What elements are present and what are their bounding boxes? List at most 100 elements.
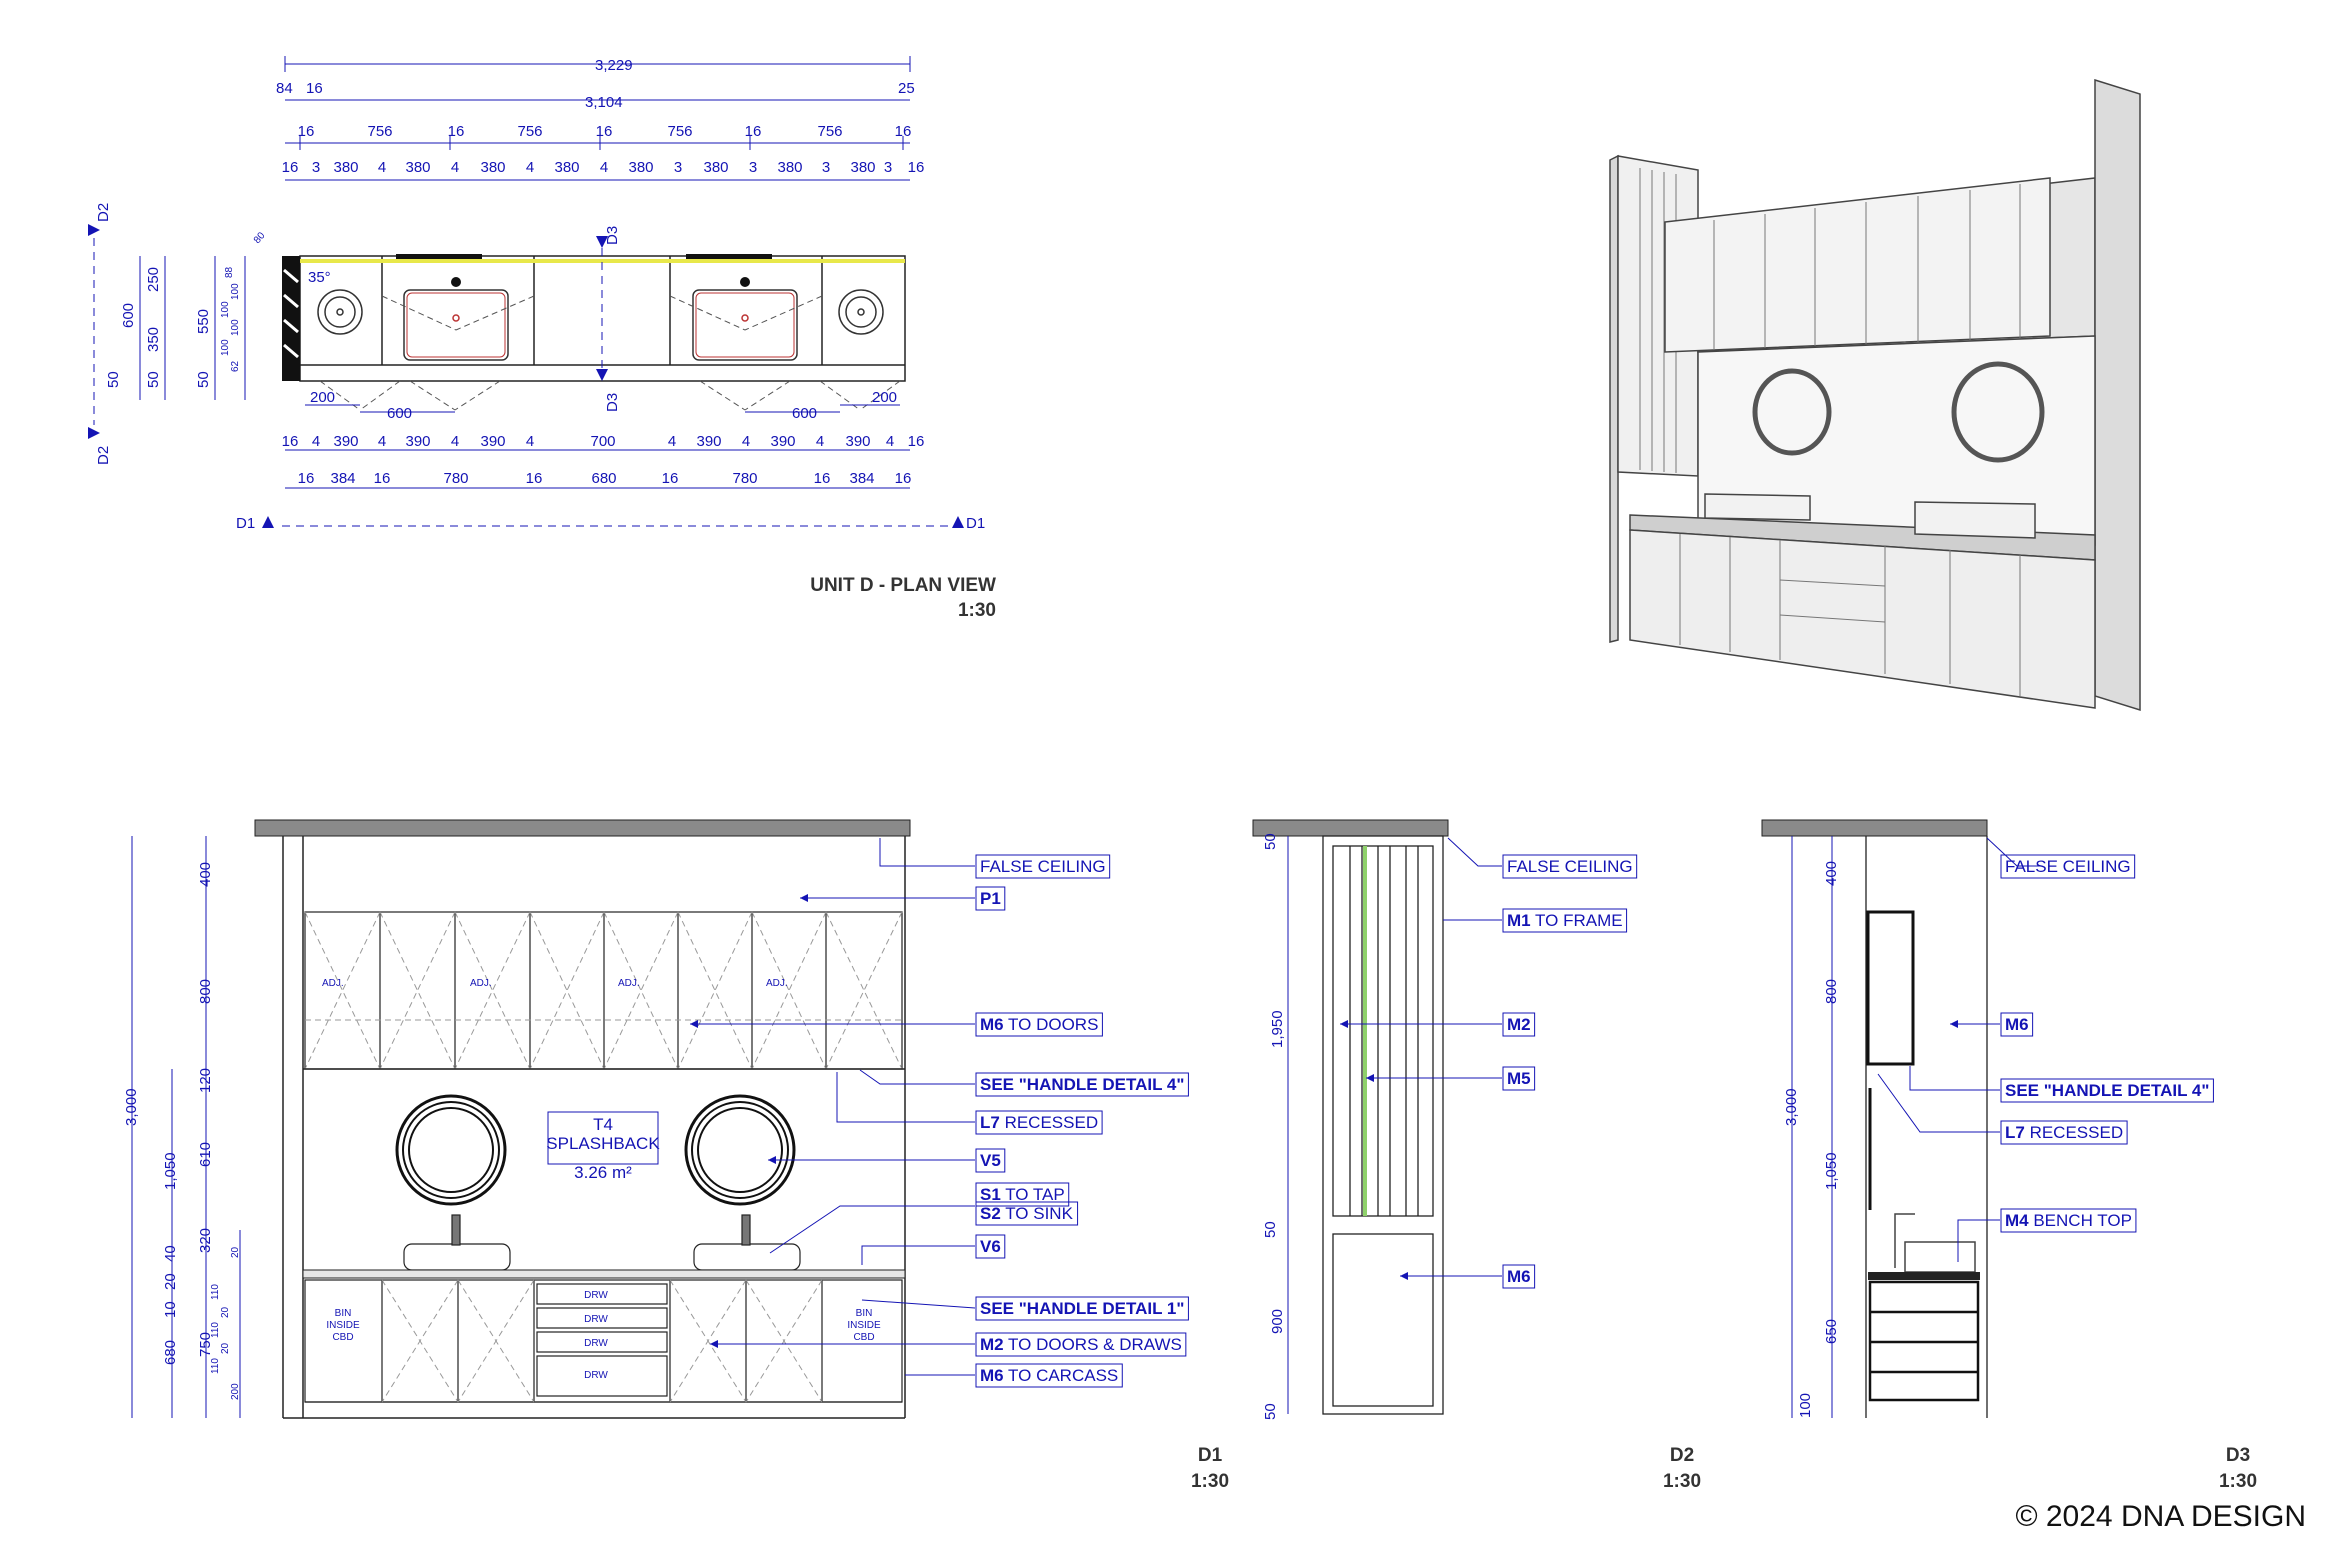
plan-offset-200-left: 200 [310, 389, 335, 406]
perspective-view [1609, 78, 2141, 712]
bottom2-dim-7: 780 [732, 470, 757, 487]
plan-overall-right: 25 [898, 80, 915, 97]
bottom2-dim-5: 680 [591, 470, 616, 487]
d1-elevation: ADJ. ADJ. ADJ. ADJ. T4 SPLASHBACK 3.26 m… [123, 819, 1229, 1492]
callout-note-0: FALSE CEILING [1502, 854, 1638, 879]
d1-basins [403, 1214, 801, 1271]
callout-desc: FALSE CEILING [1507, 857, 1633, 876]
d1-dim-40: 40 [162, 1245, 179, 1262]
callout-code: L7 [2005, 1123, 2025, 1142]
callout-box [975, 1072, 1189, 1097]
d1-walls [282, 836, 906, 1419]
bottom1-dim-16: 16 [908, 433, 925, 450]
row3-dim-4: 16 [596, 123, 613, 140]
d1-splashback-box [547, 1111, 659, 1165]
plan-angle-label: 35° [308, 269, 331, 286]
d2-dim-1950: 1,950 [1269, 1010, 1286, 1048]
plan-overall-left2: 16 [306, 80, 323, 97]
d3-dim-3000: 3,000 [1783, 1088, 1800, 1126]
plan-side-r-100b: 100 [220, 301, 231, 318]
bottom1-dim-9: 4 [668, 433, 676, 450]
bottom2-dim-6: 16 [662, 470, 679, 487]
row4-dim-9: 4 [600, 159, 608, 176]
plan-tap-left [451, 277, 461, 287]
callout-p1-1: P1 [975, 886, 1006, 911]
d3-upper-cabinet [1866, 910, 1915, 1066]
callout-text: FALSE CEILING [1507, 857, 1633, 876]
plan-offset-600-left: 600 [387, 405, 412, 422]
row4-dim-7: 4 [526, 159, 534, 176]
row4-dim-5: 4 [451, 159, 459, 176]
plan-overall-dim: 3,229 [595, 57, 633, 74]
d2-dim-50a: 50 [1262, 833, 1279, 850]
row4-dim-18: 16 [908, 159, 925, 176]
d3-elevation: 3,000 400 800 1,050 650 100 FALSE CEILIN… [1761, 819, 2257, 1492]
row4-dim-3: 4 [378, 159, 386, 176]
bottom1-dim-13: 4 [816, 433, 824, 450]
plan-side-r-50b: 50 [195, 371, 212, 388]
plan-d1-label-right: D1 [966, 515, 985, 532]
callout-box [1502, 908, 1628, 933]
plan-side-r-100c: 100 [230, 319, 241, 336]
row4-dim-4: 380 [405, 159, 430, 176]
row4-dim-8: 380 [554, 159, 579, 176]
d2-leader-lines [1340, 837, 1502, 1280]
d1-dim-400: 400 [197, 862, 214, 887]
row4-dim-6: 380 [480, 159, 505, 176]
callout-box [975, 1332, 1187, 1357]
d1-splashback-area: 3.26 m² [574, 1163, 632, 1182]
d1-adj-1: ADJ. [322, 978, 344, 989]
callout-code: M1 [1507, 911, 1531, 930]
d1-dim-320: 320 [197, 1228, 214, 1253]
callout-m6-1: M6 [2000, 1012, 2034, 1037]
d1-drw-2: DRW [584, 1314, 608, 1325]
d2-green-slat [1363, 846, 1367, 1216]
d1-bin-right-2: INSIDE [847, 1320, 881, 1331]
bottom1-dim-12: 390 [770, 433, 795, 450]
callout-code: L7 [980, 1113, 1000, 1132]
callout-box [1502, 1066, 1536, 1091]
bottom2-dim-9: 384 [849, 470, 874, 487]
plan-angle-dim: 80 [252, 230, 268, 246]
plan-side-r-100d: 100 [220, 339, 231, 356]
callout-box [975, 1012, 1103, 1037]
callout-v5-5: V5 [975, 1148, 1006, 1173]
callout-text: M4 BENCH TOP [2005, 1211, 2132, 1230]
d3-dim-100: 100 [1797, 1393, 1814, 1418]
callout-code: V5 [980, 1151, 1001, 1170]
callout-desc: FALSE CEILING [2005, 857, 2131, 876]
d3-ceiling-slab [1761, 819, 1988, 837]
d1-dim-10: 10 [162, 1301, 179, 1318]
callout-m2-10: M2 TO DOORS & DRAWS [975, 1332, 1187, 1357]
callout-code: M2 [980, 1335, 1004, 1354]
bottom2-dim-8: 16 [814, 470, 831, 487]
callout-box [2000, 1078, 2214, 1103]
d1-splashback-code: T4 [593, 1115, 613, 1134]
callout-desc: RECESSED [2025, 1123, 2123, 1142]
callout-note-3: SEE "HANDLE DETAIL 4" [975, 1072, 1189, 1097]
row4-dim-1: 3 [312, 159, 320, 176]
d1-bin-left-1: BIN [335, 1308, 352, 1319]
d2-scale: 1:30 [1663, 1471, 1701, 1492]
bottom1-dim-2: 390 [333, 433, 358, 450]
d1-dim-s-200: 200 [230, 1383, 241, 1400]
d1-mirror-right [684, 1094, 796, 1206]
callout-box [1502, 1012, 1536, 1037]
callout-note-2: SEE "HANDLE DETAIL 4" [2000, 1078, 2214, 1103]
d1-dim-20: 20 [162, 1273, 179, 1290]
plan-side-r-88: 88 [224, 266, 235, 278]
callout-box [2000, 1208, 2137, 1233]
bottom2-dim-4: 16 [526, 470, 543, 487]
callout-code: M6 [980, 1015, 1004, 1034]
callout-code: M6 [2005, 1015, 2029, 1034]
d1-dim-680: 680 [162, 1340, 179, 1365]
callout-text: M6 TO CARCASS [980, 1366, 1118, 1385]
callout-desc: TO CARCASS [1004, 1366, 1119, 1385]
d1-mirror-left [395, 1094, 507, 1206]
callout-desc: TO SINK [1001, 1204, 1074, 1223]
d1-dim-1050: 1,050 [162, 1152, 179, 1190]
callout-desc: FALSE CEILING [980, 857, 1106, 876]
callout-m1-1: M1 TO FRAME [1502, 908, 1628, 933]
d3-walls [1865, 836, 1988, 1418]
